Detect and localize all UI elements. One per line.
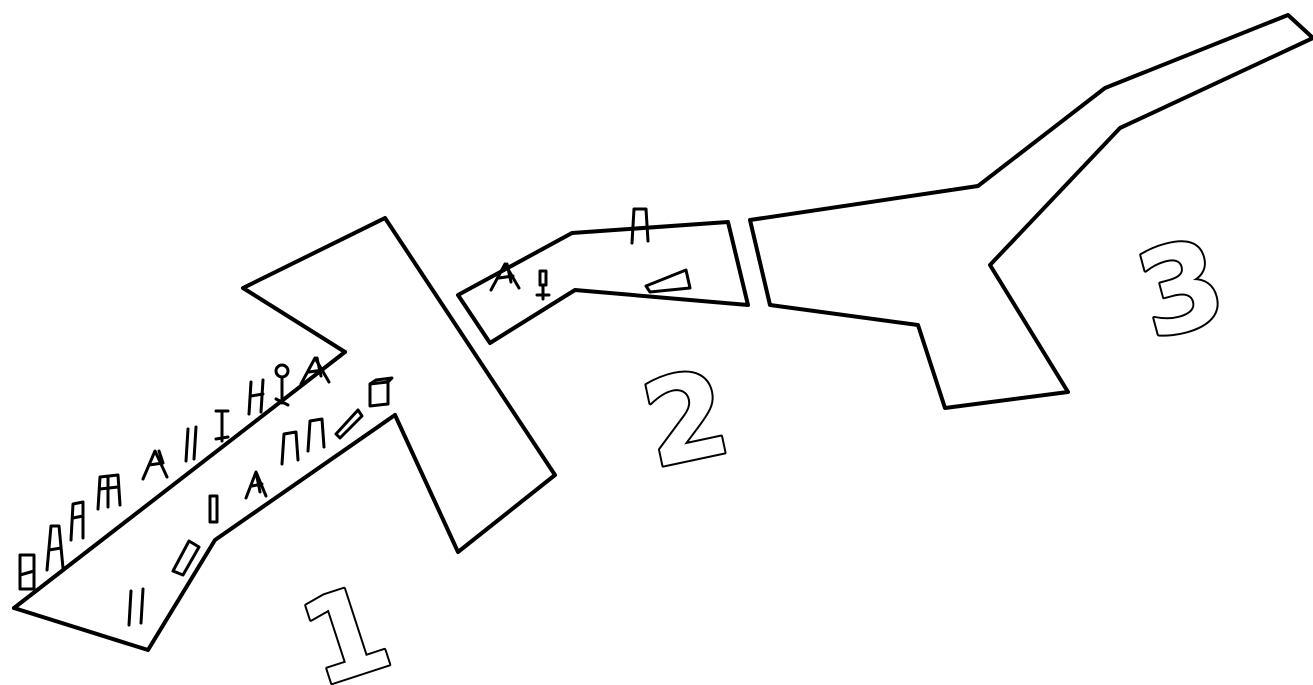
swing-icon <box>20 555 34 589</box>
swing-icon <box>246 472 266 498</box>
lamp-icon <box>216 411 228 441</box>
area-3-label: 3 <box>1123 211 1238 366</box>
area-3-outline <box>750 15 1313 408</box>
area-2 <box>458 209 748 343</box>
post-icon <box>186 427 196 461</box>
post-icon <box>210 496 217 522</box>
swing-icon <box>47 526 63 570</box>
gate-icon <box>129 589 143 625</box>
gate-icon <box>632 209 648 243</box>
swing-icon <box>301 358 329 384</box>
area-2-outline <box>458 222 748 343</box>
swing-icon <box>143 451 167 479</box>
area-3 <box>750 15 1313 408</box>
gate-icon <box>98 475 120 509</box>
bench-icon <box>336 410 362 438</box>
gate-icon <box>249 380 263 414</box>
area-1-fence-line <box>14 352 345 608</box>
area-1 <box>14 218 555 650</box>
post-icon <box>71 502 83 540</box>
bench-icon <box>370 378 392 406</box>
lamp-icon <box>537 271 549 299</box>
bench-icon <box>646 270 690 292</box>
gate-icon <box>308 419 324 451</box>
area-2-label: 2 <box>631 343 740 495</box>
area-1-label: 1 <box>285 557 406 685</box>
gate-icon <box>282 432 298 464</box>
